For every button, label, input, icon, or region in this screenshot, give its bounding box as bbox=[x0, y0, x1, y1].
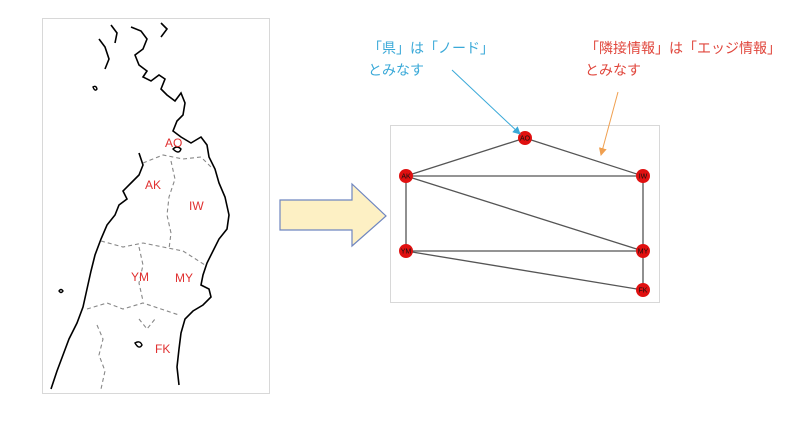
graph-node-label: MY bbox=[638, 249, 649, 256]
region-label: AK bbox=[145, 178, 161, 192]
graph-edge bbox=[524, 137, 644, 177]
graph-node: FK bbox=[636, 283, 650, 297]
graph-node-label: YM bbox=[401, 249, 412, 256]
node-note-line2: とみなす bbox=[368, 63, 424, 79]
graph-edges bbox=[405, 137, 644, 291]
edge-note: 「隣接情報」は「エッジ情報」 とみなす bbox=[585, 38, 781, 82]
graph-node-circle bbox=[636, 244, 650, 258]
graph-node-circle bbox=[399, 244, 413, 258]
node-note-arrow bbox=[451, 69, 521, 135]
graph-node-circle bbox=[636, 283, 650, 297]
graph-node: AO bbox=[518, 131, 532, 145]
tohoku-map: AO AK IW YM MY FK bbox=[50, 22, 230, 390]
north-tip bbox=[98, 22, 169, 70]
region-label: AO bbox=[165, 136, 182, 150]
graph-node-label: AK bbox=[401, 174, 411, 181]
graph-node: AK bbox=[399, 169, 413, 183]
edge-note-arrow bbox=[598, 91, 619, 156]
edge-note-line1: 「隣接情報」は「エッジ情報」 bbox=[585, 41, 781, 57]
graph-node-circle bbox=[399, 169, 413, 183]
graph-nodes: AO AK IW YM MY FK bbox=[399, 131, 650, 297]
graph-node-label: IW bbox=[639, 174, 648, 181]
graph-node: YM bbox=[399, 244, 413, 258]
west-coast bbox=[50, 152, 144, 390]
region-label: MY bbox=[175, 271, 193, 285]
region-label: IW bbox=[189, 199, 204, 213]
island bbox=[58, 85, 182, 348]
coastline bbox=[130, 26, 230, 386]
graph-node: IW bbox=[636, 169, 650, 183]
tohoku-map-panel: AO AK IW YM MY FK bbox=[42, 18, 270, 394]
graph-edge bbox=[405, 250, 644, 291]
graph-node-label: AO bbox=[520, 136, 531, 143]
prefecture-borders bbox=[86, 154, 214, 390]
graph-node-label: FK bbox=[639, 288, 648, 295]
region-label: FK bbox=[155, 342, 170, 356]
graph-edge bbox=[405, 175, 644, 252]
transform-arrow bbox=[279, 182, 387, 248]
graph-node: MY bbox=[636, 244, 650, 258]
graph-edge bbox=[405, 137, 526, 177]
graph-node-circle bbox=[518, 131, 532, 145]
node-note: 「県」は「ノード」 とみなす bbox=[368, 38, 494, 82]
edge-note-line2: とみなす bbox=[585, 63, 641, 79]
graph-node-circle bbox=[636, 169, 650, 183]
node-note-line1: 「県」は「ノード」 bbox=[368, 41, 494, 57]
region-label: YM bbox=[131, 270, 149, 284]
